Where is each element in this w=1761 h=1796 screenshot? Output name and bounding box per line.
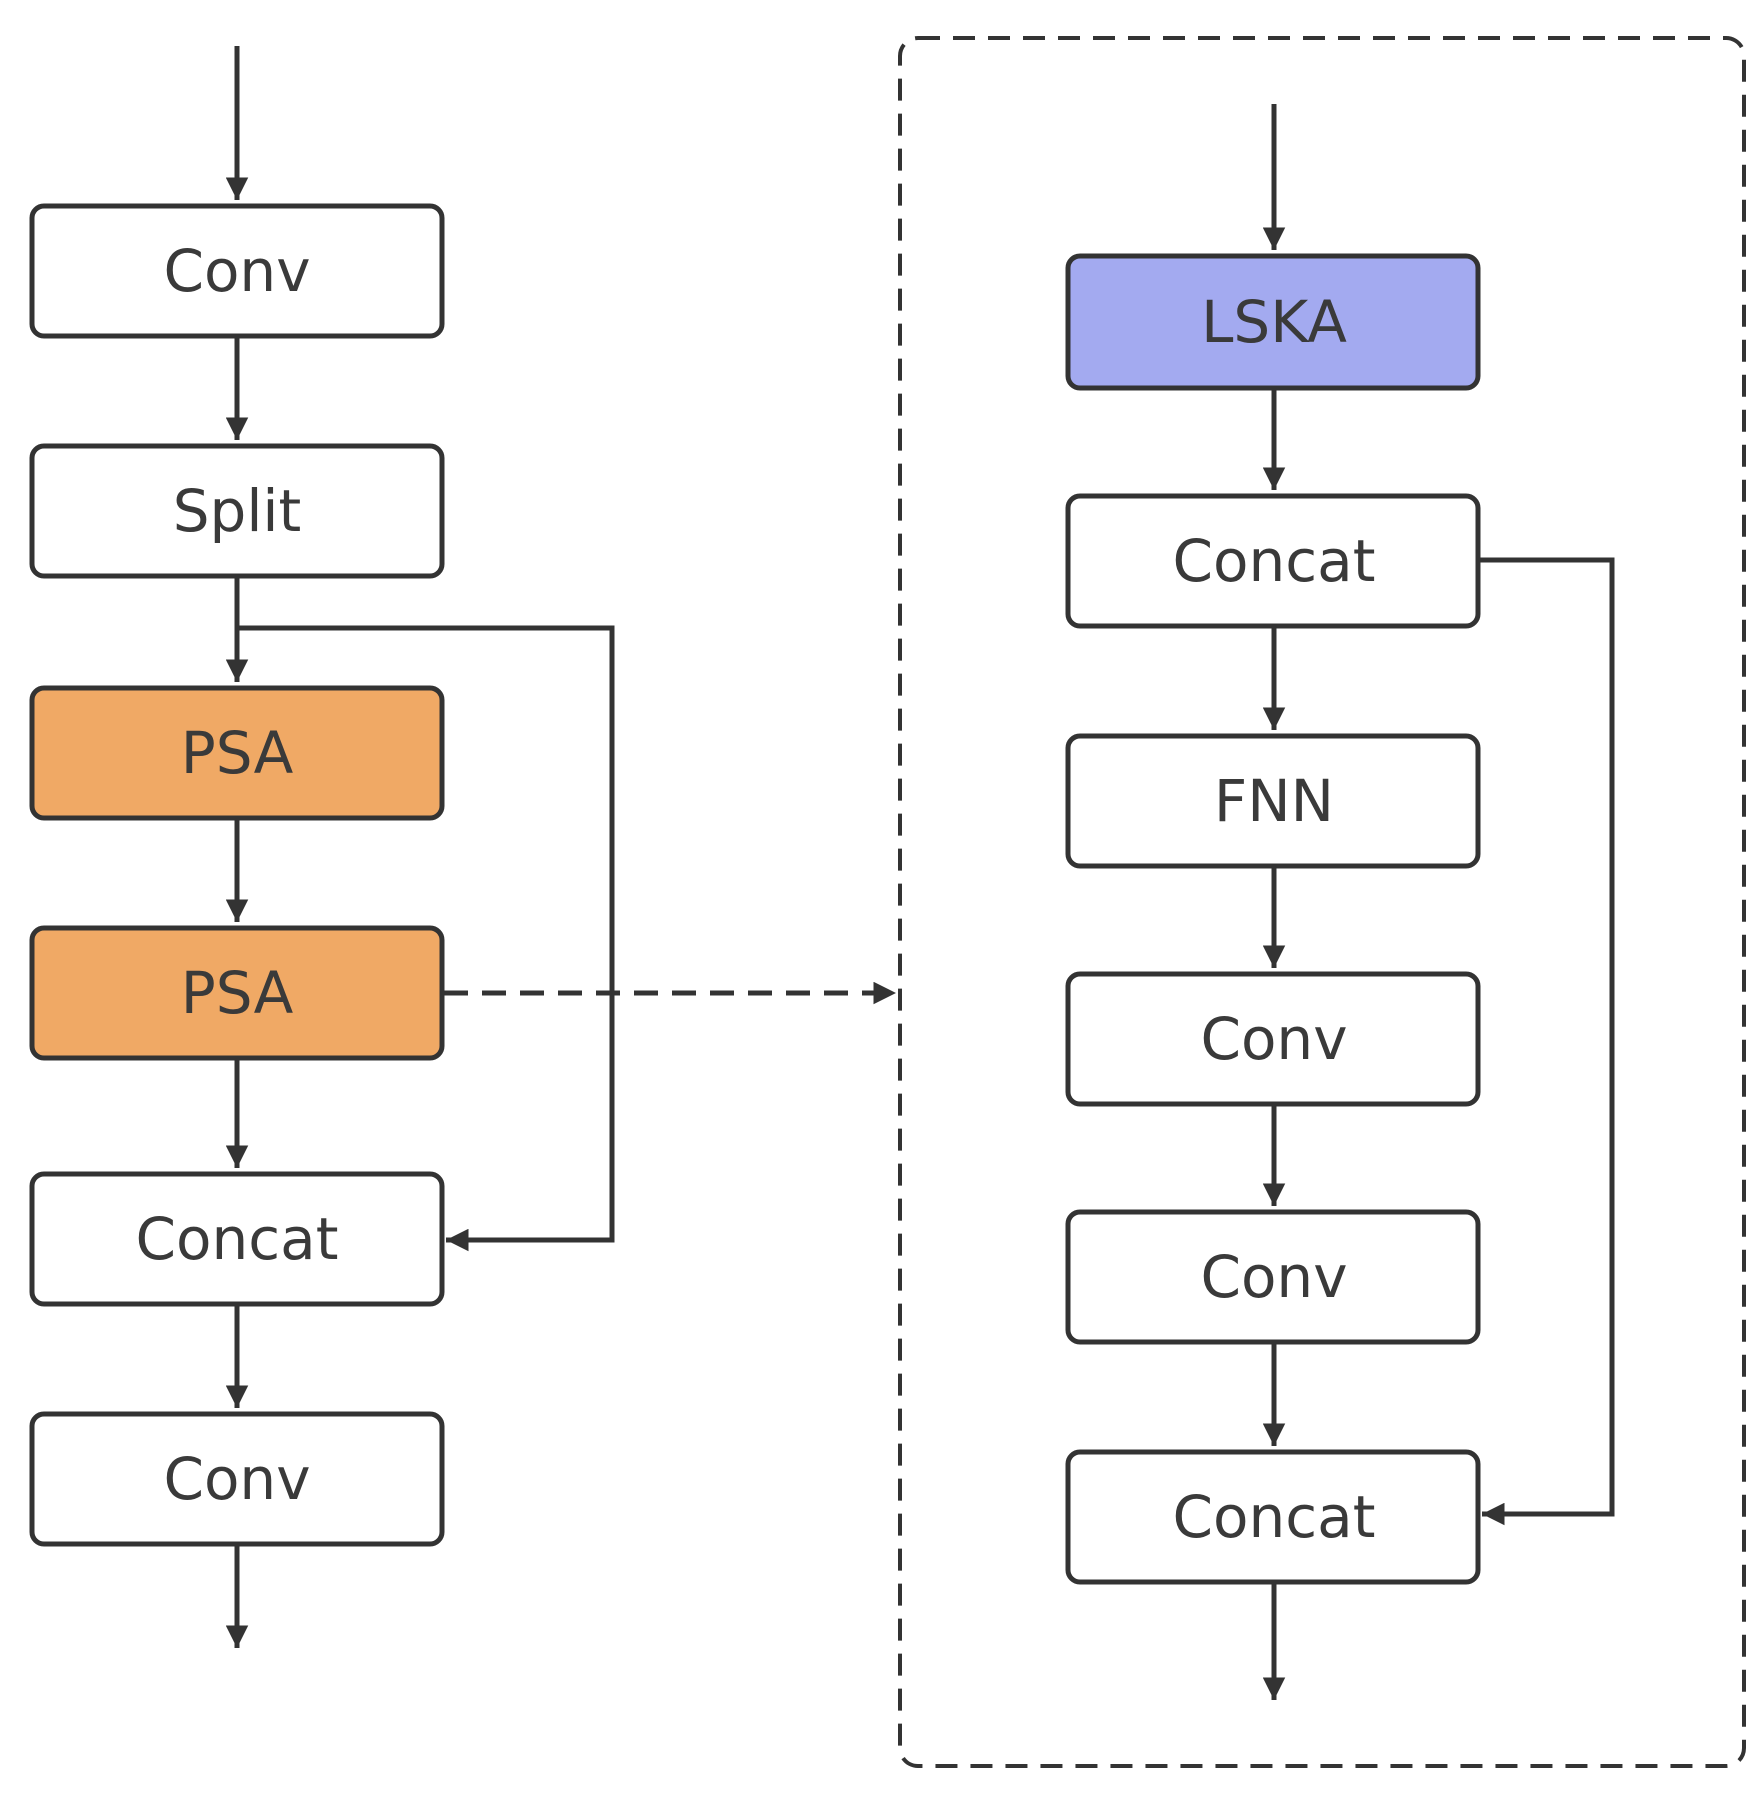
split-skip-connection bbox=[237, 625, 615, 1252]
conv-2-box bbox=[1065, 1209, 1481, 1345]
psa-box-1 bbox=[29, 685, 445, 821]
conv-1-label: Conv bbox=[1200, 1005, 1347, 1073]
right-panel-nodes bbox=[1065, 253, 1481, 1585]
psa-box-2 bbox=[29, 925, 445, 1061]
conv-top-label: Conv bbox=[163, 237, 310, 305]
left-column-connectors bbox=[225, 46, 615, 1648]
conv-2-label: Conv bbox=[1200, 1243, 1347, 1311]
right-panel-connectors bbox=[1262, 104, 1615, 1700]
psa-detail-container bbox=[898, 36, 1746, 1768]
right-panel-labels: LSKA Concat FNN Conv Conv Concat bbox=[1173, 288, 1376, 1551]
left-column-labels: Conv Split PSA PSA Concat Conv bbox=[136, 237, 339, 1513]
psa-label-1: PSA bbox=[181, 719, 294, 787]
psa-label-2: PSA bbox=[181, 959, 294, 1027]
concat-top-box bbox=[1065, 493, 1481, 629]
concat-bottom-label: Concat bbox=[1173, 1483, 1376, 1551]
concat-top-label: Concat bbox=[1173, 527, 1376, 595]
lska-box bbox=[1065, 253, 1481, 391]
conv-top-box bbox=[29, 203, 445, 339]
fnn-label: FNN bbox=[1214, 767, 1334, 835]
concat-skip-connection bbox=[1480, 557, 1615, 1526]
conv-bottom-box bbox=[29, 1411, 445, 1547]
lska-label: LSKA bbox=[1201, 288, 1347, 356]
left-column-nodes bbox=[29, 203, 445, 1547]
conv-bottom-label: Conv bbox=[163, 1445, 310, 1513]
split-box bbox=[29, 443, 445, 579]
concat-box bbox=[29, 1171, 445, 1307]
fnn-box bbox=[1065, 733, 1481, 869]
conv-1-box bbox=[1065, 971, 1481, 1107]
concat-bottom-box bbox=[1065, 1449, 1481, 1585]
split-label: Split bbox=[173, 477, 302, 545]
concat-label: Concat bbox=[136, 1205, 339, 1273]
